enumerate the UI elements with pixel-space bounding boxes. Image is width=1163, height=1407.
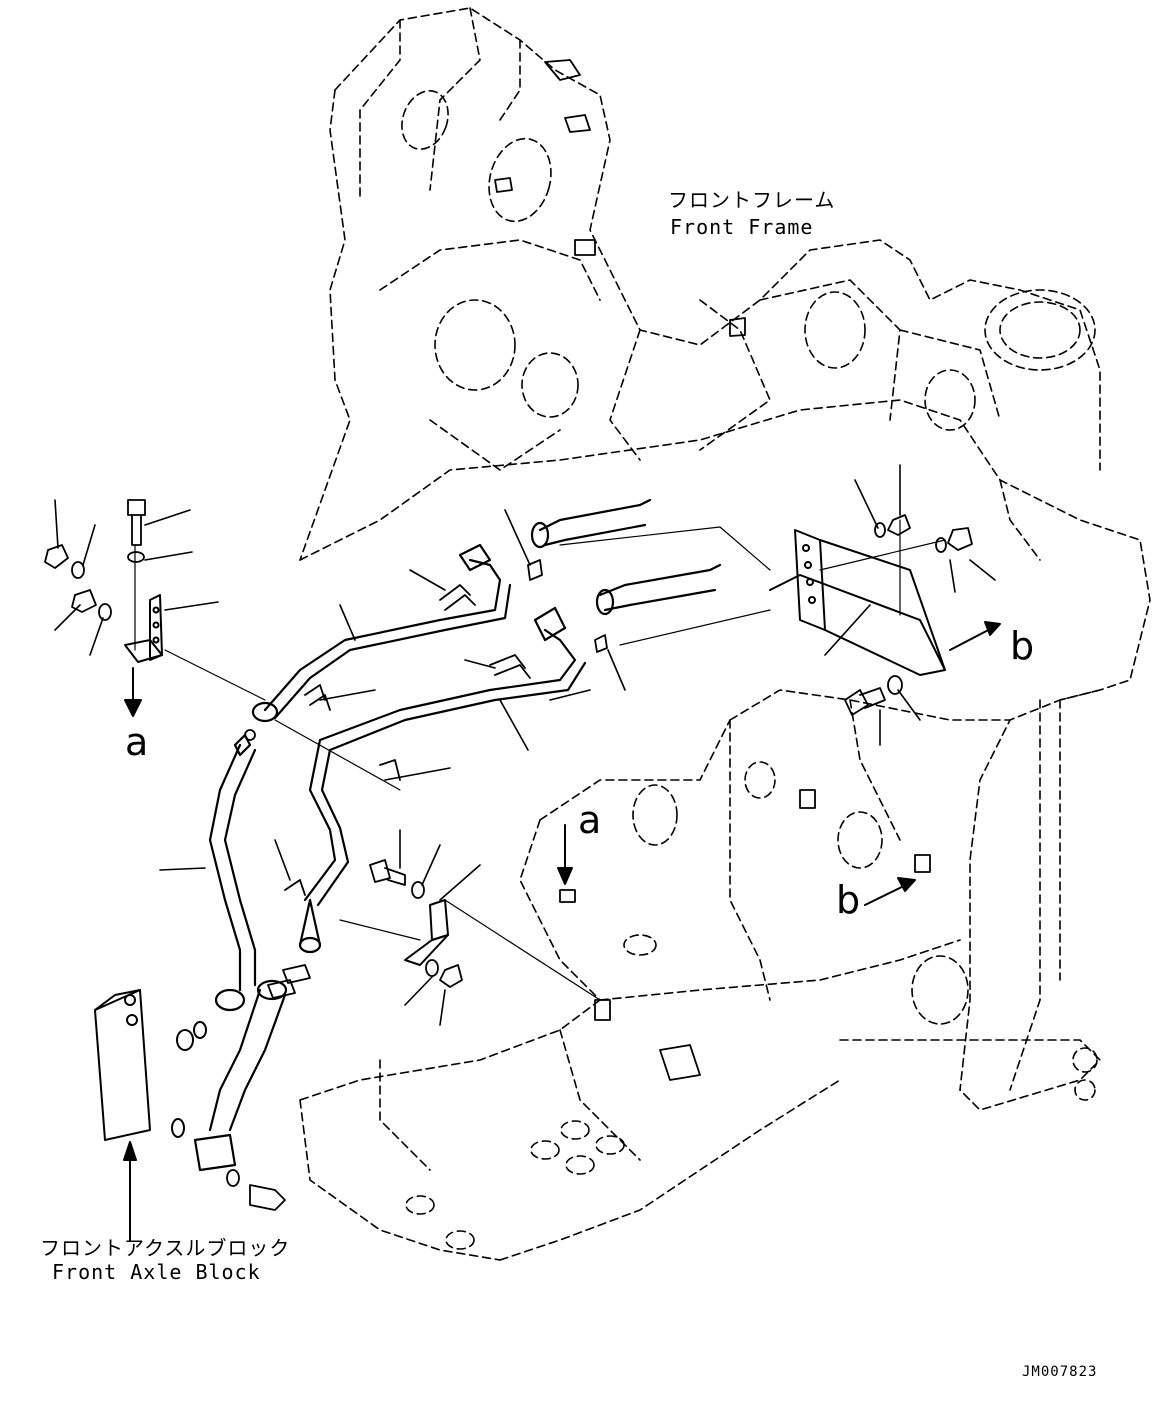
hose-left <box>208 733 257 1012</box>
leader-lines <box>54 464 996 1026</box>
pipe-upper <box>251 543 512 723</box>
hardware <box>44 499 973 1211</box>
front-axle-block-label-en: Front Axle Block <box>52 1260 261 1284</box>
bracket-center <box>404 899 449 966</box>
frame-detail-accents <box>494 59 931 1081</box>
document-code: JM007823 <box>1022 1364 1098 1380</box>
bracket-left <box>124 594 163 663</box>
callout-b-lower: b <box>836 878 861 922</box>
front-frame-outline <box>299 7 1151 1261</box>
callout-a-left: a <box>125 720 149 764</box>
callout-b-right: b <box>1010 624 1035 668</box>
pipe-lower <box>298 606 587 954</box>
front-axle-block <box>94 989 207 1141</box>
front-frame-label-jp: フロントフレーム <box>668 188 836 212</box>
arrow-markers <box>123 621 1001 1241</box>
callout-a-center: a <box>578 798 602 842</box>
hose-lower-feed <box>193 979 288 1172</box>
hose-upper-right <box>530 498 722 616</box>
clamps <box>284 584 531 896</box>
front-axle-block-label-jp: フロントアクスルブロック <box>40 1236 291 1260</box>
alignment-lines <box>134 519 946 1001</box>
front-frame-label-en: Front Frame <box>670 215 814 239</box>
bracket-right <box>769 529 946 676</box>
